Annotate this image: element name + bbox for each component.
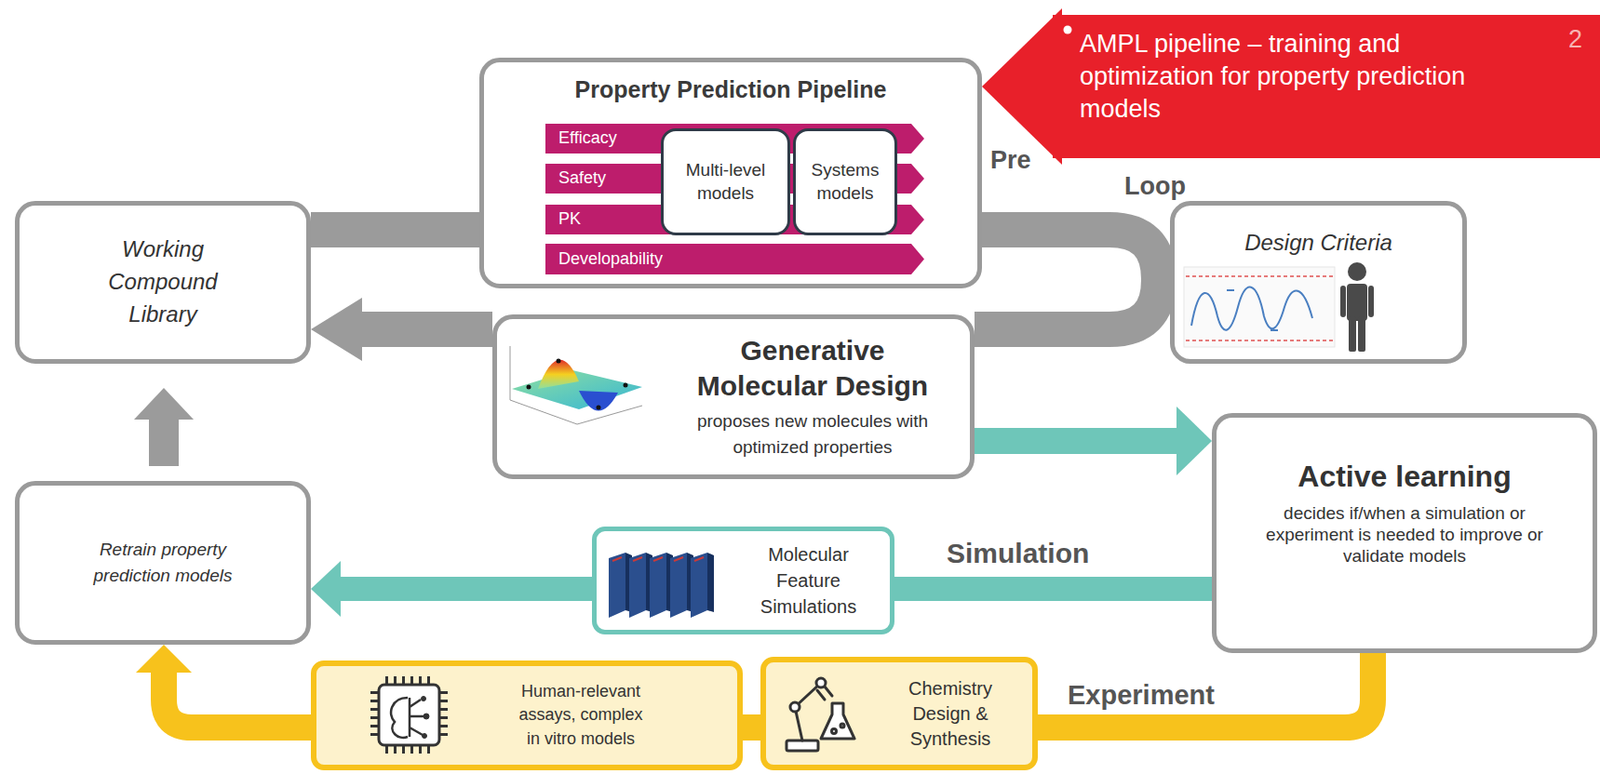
- arrow-head: [134, 388, 194, 420]
- model-box: Multi-level models: [660, 128, 791, 236]
- node-label: Property Prediction Pipeline: [575, 75, 888, 104]
- node-label: Developability: [558, 249, 663, 270]
- node-label: Molecular Feature Simulations: [748, 541, 870, 620]
- arrow-heads: [134, 388, 194, 420]
- node-text: 2: [1568, 24, 1597, 54]
- connector-band: [310, 212, 480, 248]
- connector-band: [148, 418, 179, 467]
- node-label: Working Compound Library: [93, 233, 233, 331]
- process-box: Active learning decides if/when a simulat…: [1211, 413, 1598, 654]
- node-label: Human-relevant assays, complex in vitro …: [515, 680, 646, 752]
- model-box: Systems models: [793, 128, 898, 236]
- pipeline-panel: Property Prediction PipelineEfficacySafe…: [479, 57, 982, 289]
- node-label: Systems models: [803, 159, 888, 205]
- flow-connector: [310, 561, 592, 618]
- process-box: Retrain property prediction models: [14, 481, 311, 646]
- loop-label: Loop: [1124, 173, 1186, 202]
- node-label: Multi-level models: [674, 159, 778, 205]
- node-label: Generative Molecular Design: [672, 333, 953, 404]
- text-holder: Simulation: [946, 537, 1090, 569]
- flow-connector: [310, 297, 493, 362]
- chevron-fill: [545, 243, 925, 275]
- flow-label: Simulation: [946, 537, 1090, 569]
- text-holder: 2: [1568, 24, 1597, 54]
- arrow-head: [310, 561, 341, 618]
- node-label: Active learning: [1297, 458, 1511, 495]
- connector-band: [339, 577, 592, 602]
- assay-box: Human-relevant assays, complex in vitro …: [310, 660, 743, 771]
- flow-connector: [974, 229, 1159, 330]
- simulation-box: Molecular Feature Simulations: [591, 526, 895, 635]
- arrow-head: [310, 297, 363, 362]
- connector-band: [974, 229, 1159, 330]
- text-holder: Pre: [990, 147, 1032, 175]
- node-text: decides if/when a simulation or experime…: [1263, 503, 1547, 567]
- flow-connector: [310, 229, 480, 231]
- node-label: Safety: [558, 168, 606, 189]
- node-label: PK: [558, 209, 581, 230]
- process-box: Generative Molecular Designproposes new …: [492, 314, 975, 480]
- flow-connector: [894, 589, 1212, 591]
- node-label: Chemistry Design & Synthesis: [894, 676, 1007, 753]
- connector-band: [894, 577, 1212, 602]
- connector-band: [1037, 653, 1373, 728]
- node-label: AMPL pipeline – training and optimizatio…: [1079, 27, 1527, 126]
- arrow-head: [135, 645, 192, 673]
- connector-band: [742, 714, 761, 741]
- arrow-head: [1176, 406, 1212, 476]
- flow-connector: [135, 645, 311, 728]
- text-holder: AMPL pipeline – training and optimizatio…: [1079, 27, 1527, 126]
- flow-connector: [1037, 653, 1373, 728]
- flow-connector: [134, 388, 194, 467]
- chemistry-box: Chemistry Design & Synthesis: [760, 657, 1038, 771]
- connector-band: [163, 672, 311, 728]
- process-box: Design Criteria: [1169, 201, 1467, 364]
- callout-box: AMPL pipeline – training and optimizatio…: [1052, 14, 1600, 159]
- flow-connector: [742, 727, 761, 729]
- process-box: Working Compound Library: [14, 201, 311, 364]
- flow-connector: [974, 406, 1212, 476]
- connector-band: [974, 428, 1178, 455]
- text-holder: Experiment: [1067, 681, 1215, 712]
- node-label: Efficacy: [558, 128, 618, 149]
- arrow-heads: [1176, 406, 1212, 476]
- node-text: proposes new molecules with optimized pr…: [672, 408, 953, 460]
- flow-connector: [981, 8, 1063, 165]
- arrow-heads: [981, 8, 1063, 165]
- connector-band: [361, 311, 493, 348]
- loop-label: Pre: [990, 147, 1032, 175]
- node-label: Retrain property prediction models: [79, 537, 247, 589]
- flow-label: Experiment: [1067, 681, 1215, 712]
- node-label: Design Criteria: [1244, 229, 1393, 257]
- arrow-heads: [310, 561, 341, 618]
- text-holder: Loop: [1124, 173, 1186, 202]
- band-chevron: Developability: [545, 243, 925, 275]
- arrow-heads: [135, 645, 192, 673]
- arrow-head: [981, 8, 1063, 165]
- arrow-heads: [310, 297, 363, 362]
